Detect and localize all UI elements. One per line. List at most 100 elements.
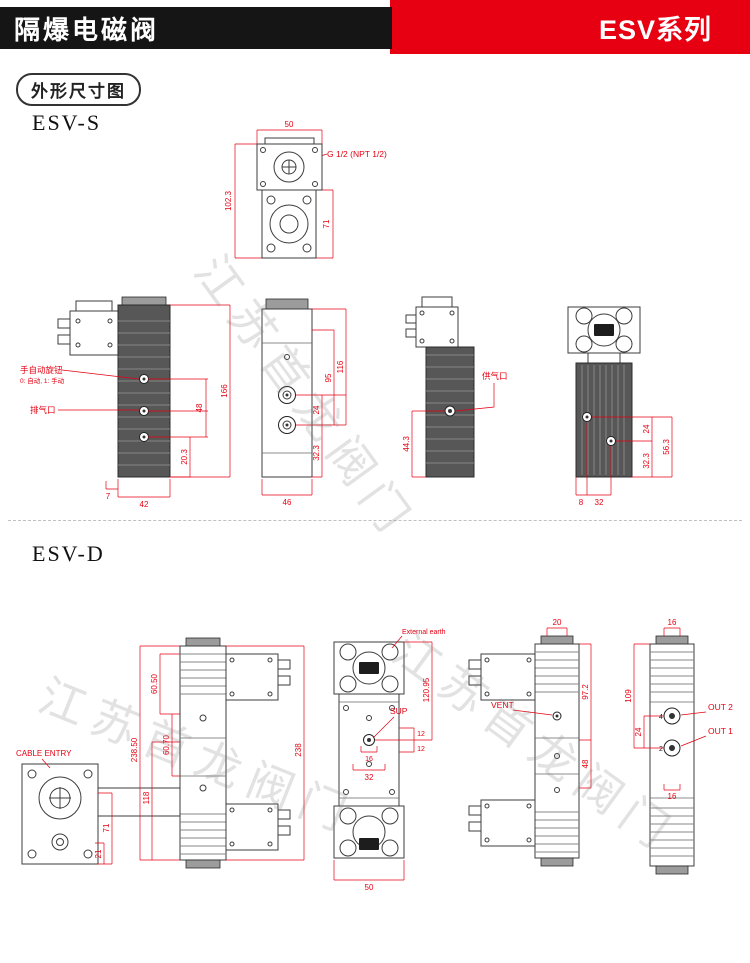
valve-body: [117, 296, 171, 478]
junction-box: [405, 296, 459, 348]
logo-badge: [359, 838, 379, 850]
valve-body: [338, 693, 400, 807]
dimension-lines: [512, 627, 592, 789]
manual-knob-note: 0: 自动, 1: 手动: [20, 376, 65, 385]
dim-label: 8: [579, 498, 584, 507]
solenoid-housing: [256, 137, 323, 191]
dim-label: 21: [94, 849, 103, 858]
title-banner: 隔爆电磁阀: [0, 7, 392, 49]
out2-label: OUT 2: [708, 702, 733, 712]
dim-label: 116: [336, 360, 345, 373]
dimension-lines: [575, 416, 673, 496]
dim-label: 32: [365, 773, 374, 782]
dim-label: 95: [324, 373, 333, 382]
valve-body: [534, 635, 580, 867]
dim-label: 97.2: [581, 684, 590, 700]
dim-label: 48: [195, 403, 204, 412]
manual-knob-label: 手自动旋钮: [20, 365, 63, 375]
valve-body: [649, 635, 695, 875]
dim-label: 42: [140, 500, 149, 509]
dim-label: 20.3: [180, 449, 189, 465]
esv-s-front-view: 24 95 116 32.3 46: [261, 298, 347, 507]
dim-label: 20: [553, 618, 562, 627]
dim-label: 32.3: [642, 453, 651, 469]
cable-entry-label: CABLE ENTRY: [16, 749, 72, 758]
dim-label: 24: [634, 727, 643, 736]
out1-label: OUT 1: [708, 726, 733, 736]
esv-s-side-view: 供气口 44.3: [402, 296, 508, 478]
coil-head: [567, 306, 641, 364]
port-4-label: 4: [659, 714, 663, 721]
dim-label: 60.50: [150, 673, 159, 694]
thread-label: G 1/2 (NPT 1/2): [327, 149, 387, 159]
model-label-esv-s: ESV-S: [32, 110, 102, 135]
dim-label: 109: [624, 689, 633, 703]
dim-label: 12: [417, 746, 425, 753]
cable-entry-flange: [21, 763, 181, 865]
dimension-lines: [411, 383, 495, 478]
dim-label: 238: [294, 743, 303, 757]
dim-label: 102.3: [224, 190, 233, 211]
pilot-box-top: [468, 653, 536, 701]
dimension-lines: [633, 627, 707, 791]
dim-label: 166: [220, 384, 229, 398]
vent-label: VENT: [491, 700, 514, 710]
dim-label: 46: [283, 498, 292, 507]
pilot-box-top: [225, 653, 291, 701]
section-divider: [8, 520, 742, 521]
dimension-lines: [41, 645, 305, 865]
dim-label: 32.3: [312, 445, 321, 461]
dim-label: 118: [142, 791, 151, 804]
valve-body: [179, 637, 227, 869]
series-title: ESV系列: [598, 14, 712, 45]
pilot-box-bottom: [468, 799, 536, 847]
dim-label: 24: [312, 405, 321, 414]
page-title: 隔爆电磁阀: [14, 14, 160, 45]
dim-label: 56.3: [662, 439, 671, 455]
esv-d-left-view: CABLE ENTRY 60.50 60.70 238.50 118 238 7…: [16, 637, 305, 869]
model-label-esv-d: ESV-D: [32, 541, 105, 566]
dim-label: 48: [581, 759, 590, 768]
dim-label: 7: [106, 492, 111, 501]
junction-box: [57, 300, 119, 356]
valve-body: [261, 298, 313, 478]
dim-label: 16: [668, 618, 677, 627]
dim-label: 238.50: [130, 737, 139, 762]
valve-body: [575, 362, 633, 478]
dim-label: 12: [417, 731, 425, 738]
sup-label: SUP: [390, 706, 408, 716]
dim-label: 24: [642, 424, 651, 433]
coil-bottom: [333, 805, 405, 859]
dim-label: 50: [285, 120, 294, 129]
dim-label: 32: [595, 498, 604, 507]
esv-s-top-view: 50 102.3 71 G 1/2 (NPT 1/2): [224, 120, 387, 259]
dim-label: 60.70: [162, 734, 171, 755]
port-2-label: 2: [659, 746, 663, 753]
dim-label: 120.95: [422, 677, 431, 702]
esv-s-front-left-view: 手自动旋钮 0: 自动, 1: 手动 排气口 166 48 20.3 42 7: [20, 296, 231, 509]
dim-label: 16: [365, 756, 373, 763]
logo-badge: [594, 324, 614, 336]
exhaust-label: 排气口: [30, 405, 56, 415]
series-banner: ESV系列: [390, 0, 750, 54]
external-earth-label: External earth: [402, 629, 446, 636]
dim-label: 16: [668, 792, 677, 801]
valve-body: [425, 346, 475, 478]
logo-badge: [359, 662, 379, 674]
dim-label: 71: [322, 219, 331, 228]
mounting-flange: [261, 189, 317, 259]
section-title-pill: 外形尺寸图: [16, 73, 141, 106]
esv-d-coil-view: External earth SUP 120.95 16 12 12 32 50: [333, 629, 446, 892]
supply-label: 供气口: [482, 371, 508, 381]
dimension-lines: [234, 129, 334, 259]
coil-top: [333, 641, 405, 695]
dimension-lines: [261, 308, 347, 496]
dim-label: 71: [102, 823, 111, 832]
esv-d-right-view: VENT 20 97.2 48: [468, 618, 592, 867]
dim-label: 44.3: [402, 436, 411, 452]
dimension-lines: [58, 304, 231, 498]
esv-s-rear-view: 8 32 24 32.3 56.3: [567, 306, 673, 507]
dimension-lines: [333, 635, 433, 881]
dim-label: 50: [365, 883, 374, 892]
